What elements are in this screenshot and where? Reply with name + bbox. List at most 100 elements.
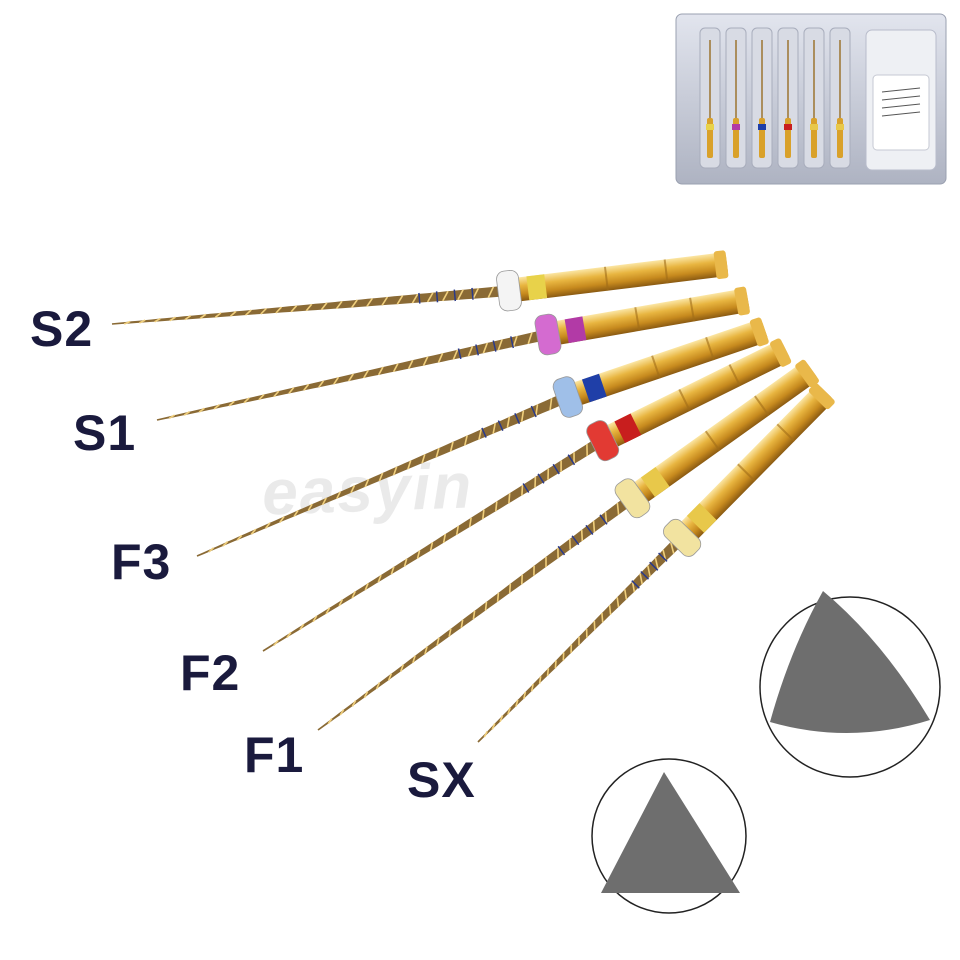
flute-highlight: [416, 550, 421, 559]
flute-highlight: [279, 516, 285, 523]
flute-highlight: [515, 699, 519, 707]
flute-highlight: [482, 342, 489, 354]
flute-highlight: [275, 306, 283, 314]
rubber-stopper: [663, 518, 702, 557]
flute-highlight: [307, 503, 313, 512]
flute-highlight: [351, 299, 358, 308]
flute-highlight: [243, 397, 250, 404]
rubber-stopper: [552, 376, 583, 418]
color-band: [526, 274, 548, 301]
depth-mark: [552, 463, 560, 475]
flute-highlight: [421, 454, 426, 464]
depth-mark: [475, 344, 480, 356]
flute-highlight: [472, 610, 476, 620]
flute-highlight: [437, 352, 444, 363]
flute-highlight: [335, 300, 343, 310]
flute-highlight: [339, 709, 345, 716]
cross-section-convex-triangle: [759, 591, 941, 778]
flute-highlight: [497, 339, 503, 351]
color-band: [640, 466, 670, 497]
flute-highlight: [350, 485, 356, 494]
flute-highlight: [468, 517, 472, 528]
flute-highlight: [299, 623, 305, 631]
label-sx: SX: [407, 752, 476, 808]
depth-mark: [631, 580, 640, 589]
flute-highlight: [333, 376, 340, 385]
file-shaft: [111, 285, 507, 325]
flute-highlight: [363, 691, 369, 698]
flute-highlight: [327, 718, 333, 725]
flute-highlight: [229, 310, 237, 317]
depth-mark: [522, 483, 530, 493]
flute-highlight: [273, 390, 280, 398]
flute-highlight: [624, 589, 628, 600]
flute-highlight: [508, 583, 512, 594]
flute-highlight: [184, 315, 192, 321]
flute-highlight: [483, 731, 488, 738]
blister-pack: [675, 13, 947, 185]
depth-mark: [481, 427, 487, 438]
depth-mark: [514, 413, 521, 425]
depth-mark: [530, 405, 537, 418]
flute-highlight: [523, 691, 527, 699]
flute-highlight: [325, 607, 331, 615]
flute-highlight: [580, 529, 584, 541]
flute-highlight: [538, 676, 542, 684]
file-handle: [586, 338, 792, 462]
flute-highlight: [496, 592, 500, 602]
flute-highlight: [452, 349, 459, 360]
flute-highlight: [378, 472, 384, 482]
flute-highlight: [273, 640, 279, 646]
cross-section-triangle: [591, 758, 747, 914]
flute-highlight: [377, 574, 382, 583]
flute-highlight: [250, 528, 257, 535]
flute-highlight: [351, 591, 356, 599]
flute-highlight: [351, 700, 357, 707]
blister-cell: [777, 27, 799, 169]
file-s2: [111, 250, 729, 325]
flute-highlight: [338, 599, 344, 607]
flute-highlight: [400, 664, 404, 672]
flute-highlight: [495, 501, 498, 512]
flute-highlight: [593, 620, 596, 631]
depth-mark: [457, 348, 462, 360]
flute-highlight: [390, 566, 395, 575]
rubber-stopper: [586, 420, 620, 462]
flute-highlight: [448, 628, 452, 637]
depth-mark: [585, 524, 594, 535]
flute-highlight: [449, 441, 454, 452]
depth-mark: [471, 287, 474, 300]
flute-highlight: [527, 332, 533, 345]
flute-highlight: [535, 404, 539, 417]
flute-highlight: [467, 346, 474, 357]
flute-highlight: [616, 597, 620, 608]
flute-highlight: [364, 478, 370, 488]
flute-highlight: [377, 366, 384, 376]
flute-highlight: [407, 460, 412, 470]
flute-highlight: [336, 491, 342, 500]
file-shaft: [477, 536, 684, 743]
label-s2: S2: [30, 301, 94, 357]
label-s1: S1: [73, 405, 137, 461]
flute-highlight: [312, 615, 318, 623]
flute-highlight: [499, 715, 504, 722]
flute-highlight: [412, 655, 416, 664]
flute-highlight: [214, 312, 222, 319]
file-sx: [477, 383, 835, 743]
flute-highlight: [464, 435, 468, 446]
flute-highlight: [123, 320, 131, 325]
depth-mark: [418, 292, 421, 304]
flute-highlight: [286, 631, 292, 638]
flute-highlight: [199, 313, 207, 320]
flute-highlight: [608, 605, 612, 615]
file-f2: [262, 338, 792, 652]
color-band: [564, 316, 587, 344]
flute-highlight: [592, 520, 596, 533]
flute-highlight: [455, 525, 459, 536]
file-handle: [614, 359, 819, 519]
flute-highlight: [364, 582, 369, 591]
depth-mark: [658, 552, 668, 562]
label-f2: F2: [180, 645, 241, 701]
